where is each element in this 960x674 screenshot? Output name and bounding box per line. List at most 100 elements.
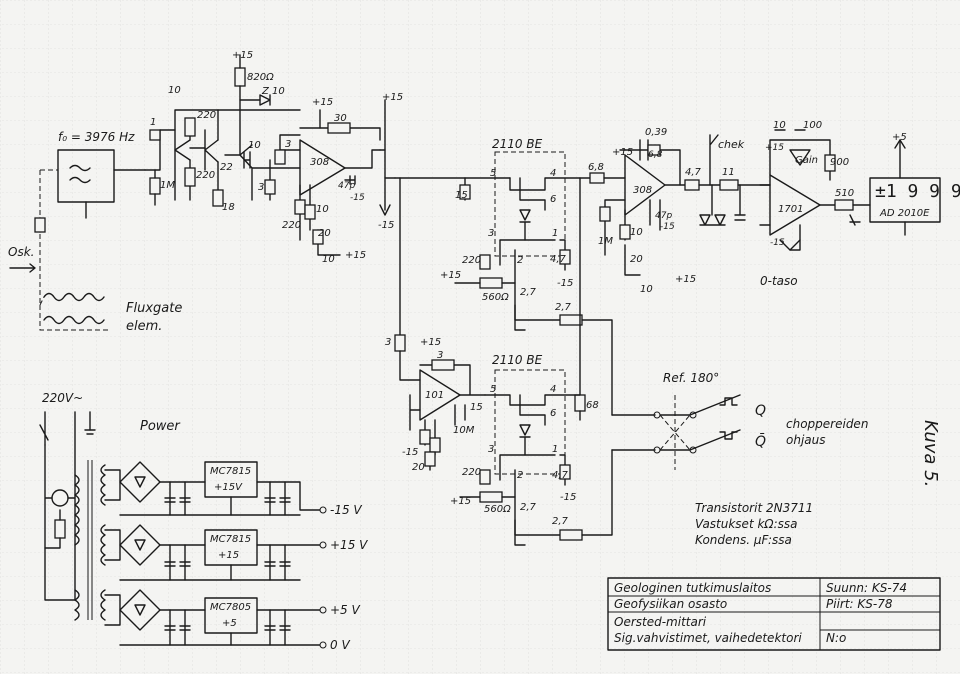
q-output-label: Q [755,403,766,419]
pin2-top: 2 [517,255,523,266]
regulator-2-out: +15 [218,550,239,561]
pin2-bottom: 2 [517,470,523,481]
note-transistors: Transistorit 2N3711 [695,501,813,515]
resistor-6-8-label: 6,8 [588,162,604,173]
regulator-3-label: MC7805 [210,602,251,613]
title-number: N:o [826,631,846,645]
minus15-supply-2: -15 [378,220,394,231]
title-org: Geologinen tutkimuslaitos [614,581,771,595]
resistor-560b-label: 560Ω [484,504,511,515]
resistor-10c-label: 10 [322,254,335,265]
resistor-4-7-label: 4,7 [550,254,567,265]
cap-039-label: 0,39 [645,127,667,138]
zener-label: Z 10 [261,86,285,97]
resistor-30-label: 30 [334,113,347,124]
cap-1-label: 1 [150,117,156,128]
title-device: Oersted-mittari [614,615,707,629]
resistor-10e-label: 10 [640,284,653,295]
chopper-control-label-2: ohjaus [786,433,826,447]
cap-47p-label: 47p [338,181,355,191]
resistor-10-label: 10 [168,85,181,96]
resistor-560-label: 560Ω [482,292,509,303]
check-switch-label: chek [718,138,745,151]
opamp-101-label: 101 [425,390,444,401]
resistor-10f-label: 10 [773,120,786,131]
note-resistors: Vastukset kΩ:ssa [695,517,797,531]
power-label: Power [140,419,181,434]
resistor-10d-label: 10 [630,227,643,238]
plus15-supply-4: +15 [382,92,403,103]
minus15-supply-6: -15 [402,447,418,458]
fluxgate-label-1: Fluxgate [126,301,182,316]
plus15-supply-3: +15 [345,250,366,261]
resistor-2-7c-label: 2,7 [520,502,537,513]
resistor-820-label: 820Ω [247,72,274,83]
minus15-supply-4: -15 [660,222,675,232]
pot-20-label: 20 [318,228,331,239]
resistor-2-7d-label: 2,7 [552,516,569,527]
display-reading: ±1 9 9 9 [875,181,960,202]
resistor-220d-label: 220 [462,255,481,266]
chopper-control-label-1: choppereiden [786,417,868,431]
resistor-220-label: 220 [197,110,216,121]
regulator-3-out: +5 [222,618,237,629]
resistor-68-label: 68 [586,400,599,411]
minus15-supply-7: -15 [560,492,576,503]
chopper-ic-label-top: 2110 BE [492,137,543,151]
resistor-10b-label: 10 [316,204,329,215]
output-plus5: +5 V [330,603,361,617]
opamp-1701-label: 1701 [778,204,803,215]
opamp-308b-label: 308 [633,185,652,196]
resistor-1m-b-label: 1M [598,236,613,247]
resistor-4-7c-label: 4,7 [552,470,569,481]
fluxgate-label-2: elem. [126,319,162,334]
resistor-3d-label: 3 [385,337,391,348]
resistor-11-label: 11 [722,167,735,178]
resistor-3b-label: 3 [258,182,264,193]
cap-10-label: 10 [248,140,261,151]
pin3-bottom: 3 [488,444,494,455]
regulator-2-label: MC7815 [210,534,251,545]
resistor-900-label: 900 [830,157,849,168]
pin5-bottom: 5 [490,384,496,395]
minus15-supply-1: -15 [350,193,365,203]
resistor-6-8b-label: 6,8 [648,150,663,160]
title-drawn: Piirt: KS-78 [826,597,893,611]
mains-voltage-label: 220V~ [42,391,83,405]
regulator-1-label: MC7815 [210,466,251,477]
display-model: AD 2010E [879,208,930,219]
q-bar-output-label: Q̄ [755,432,766,450]
reference-phase-label: Ref. 180° [663,371,719,385]
plus15-supply-6: +15 [612,147,633,158]
plus15-supply-2: +15 [312,97,333,108]
pin1-bottom: 1 [552,444,558,455]
minus15-supply-3: -15 [557,278,573,289]
oscillator-frequency-label: f₀ = 3976 Hz [58,130,135,144]
resistor-510-label: 510 [835,188,854,199]
figure-number: Kuva 5. [920,420,941,487]
plus15-supply-9: +15 [420,337,441,348]
pin3-top: 3 [488,228,494,239]
resistor-220e-label: 220 [462,467,481,478]
wiring [9,54,941,651]
pin6-top: 6 [550,194,556,205]
chopper-ic-label-bottom: 2110 BE [492,353,543,367]
regulator-1-out: +15V [214,482,243,493]
title-designed: Suunn: KS-74 [826,581,907,595]
pot-20c-label: 20 [412,462,425,473]
resistor-1m-label: 1M [160,180,175,191]
pin4-bottom: 4 [550,384,556,395]
title-dept: Geofysiikan osasto [614,597,727,611]
resistor-2-7b-label: 2,7 [555,302,572,313]
gain-label: Gain [795,155,818,166]
resistor-4-7b-label: 4,7 [685,167,702,178]
resistor-3a-label: 3 [285,139,291,150]
resistor-100-label: 100 [803,120,822,131]
resistor-22-label: 22 [220,162,233,173]
resistor-2-7-label: 2,7 [520,287,537,298]
resistor-15b-label: 15 [470,402,483,413]
output-minus15: -15 V [330,503,362,517]
